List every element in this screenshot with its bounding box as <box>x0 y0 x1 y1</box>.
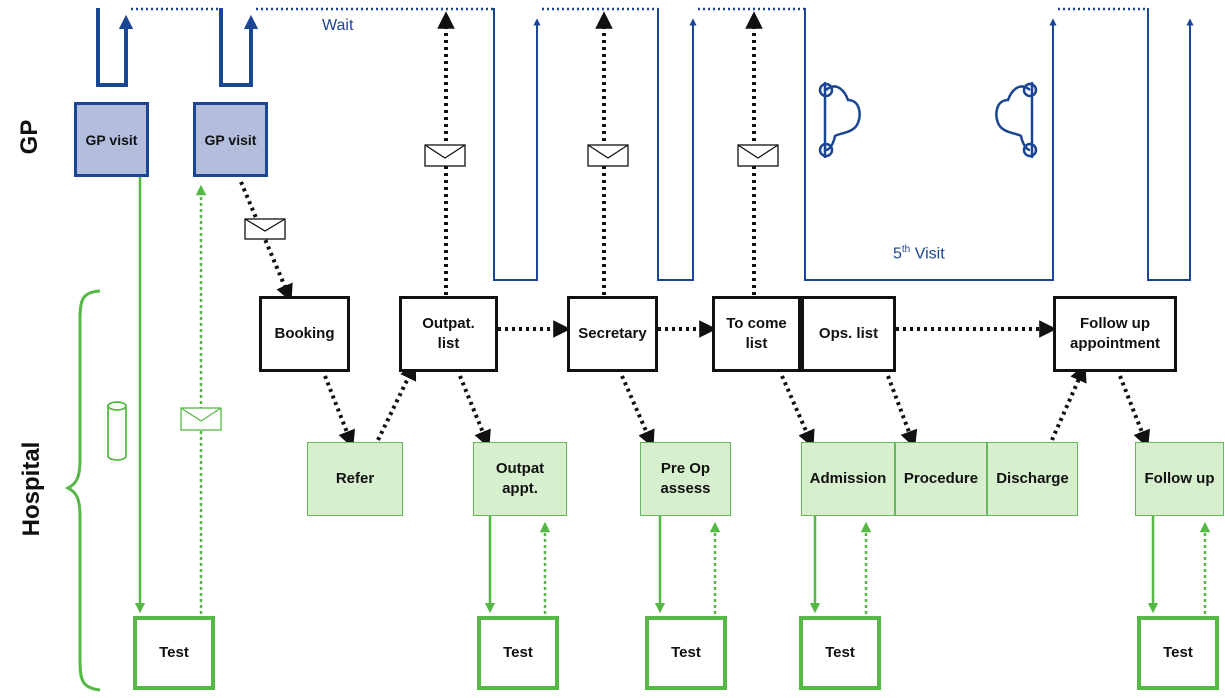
refer-box[interactable]: Refer <box>307 442 403 516</box>
test-box[interactable]: Test <box>645 616 727 690</box>
gp-timeline-line <box>804 8 1057 281</box>
gp-timeline-line <box>219 8 259 87</box>
flow-followup-to-clinic <box>1118 375 1150 449</box>
envelope-icon <box>180 407 222 431</box>
gp-timeline-line <box>493 8 541 281</box>
information-flow-arrows <box>239 11 1150 449</box>
test-box[interactable]: Test <box>477 616 559 690</box>
flow-discharge-to-followup <box>1050 363 1087 441</box>
hospital-lane-brace <box>64 289 101 692</box>
hospital-lane-label: Hospital <box>18 441 45 537</box>
gp-timeline-line <box>96 8 134 87</box>
envelope-icon <box>424 144 466 167</box>
to-come-list-box[interactable]: To come list <box>712 296 801 372</box>
fifth-visit-text: Visit <box>910 245 945 263</box>
flow-refer-to-outpat <box>376 362 417 441</box>
glasses-icon <box>818 82 861 158</box>
gp-visit-box[interactable]: GP visit <box>74 102 149 177</box>
booking-box[interactable]: Booking <box>259 296 350 372</box>
test-box[interactable]: Test <box>133 616 215 690</box>
fifth-visit-label: 5th Visit <box>893 244 945 263</box>
fifth-visit-suffix: th <box>901 244 911 255</box>
gp-visit-box[interactable]: GP visit <box>193 102 268 177</box>
pre-op-assess-box[interactable]: Pre Op assess <box>640 442 731 516</box>
test-box[interactable]: Test <box>1137 616 1219 690</box>
admission-box[interactable]: Admission <box>801 442 895 516</box>
sample-tube-icon <box>107 401 127 461</box>
flow-ops-to-procedure <box>886 375 918 449</box>
fifth-visit-number: 5 <box>893 245 902 263</box>
outpatient-list-box[interactable]: Outpat. list <box>399 296 498 372</box>
follow-up-appointment-box[interactable]: Follow up appointment <box>1053 296 1177 372</box>
envelope-icon <box>587 144 629 167</box>
flow-booking-to-refer <box>323 375 355 449</box>
secretary-box[interactable]: Secretary <box>567 296 658 372</box>
flow-secretary-to-preop <box>620 375 655 449</box>
wait-label: Wait <box>322 17 354 34</box>
test-box[interactable]: Test <box>799 616 881 690</box>
envelope-icon <box>244 218 286 240</box>
test-flow-arrows <box>134 177 1211 614</box>
envelope-icon <box>737 144 779 167</box>
gp-lane-label: GP <box>16 119 43 155</box>
procedure-box[interactable]: Procedure <box>895 442 987 516</box>
glasses-icon <box>995 82 1038 158</box>
ops-list-box[interactable]: Ops. list <box>801 296 896 372</box>
follow-up-box[interactable]: Follow up <box>1135 442 1224 516</box>
discharge-box[interactable]: Discharge <box>987 442 1078 516</box>
gp-timeline-line <box>1147 8 1194 281</box>
flow-tocome-to-admission <box>780 375 815 449</box>
outpatient-appointment-box[interactable]: Outpat appt. <box>473 442 567 516</box>
flow-outpat-to-appt <box>458 375 491 449</box>
gp-timeline-line <box>657 8 697 281</box>
